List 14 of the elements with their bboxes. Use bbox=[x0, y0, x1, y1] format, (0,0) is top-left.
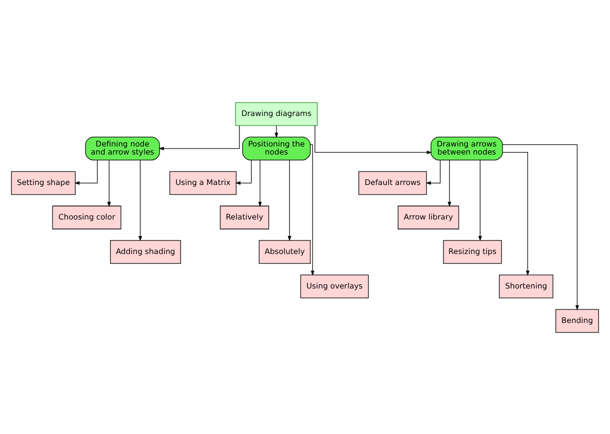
arrow bbox=[107, 159, 111, 206]
arrow bbox=[310, 144, 314, 276]
arrow bbox=[426, 159, 441, 184]
arrow bbox=[478, 159, 482, 241]
arrow bbox=[288, 159, 292, 241]
arrow bbox=[502, 152, 530, 276]
arrow bbox=[314, 124, 432, 154]
arrow bbox=[258, 159, 262, 206]
arrow bbox=[235, 159, 252, 184]
arrow bbox=[74, 159, 98, 184]
arrow bbox=[138, 159, 142, 241]
arrow bbox=[158, 124, 240, 150]
arrow bbox=[448, 159, 452, 206]
arrow bbox=[502, 144, 579, 310]
